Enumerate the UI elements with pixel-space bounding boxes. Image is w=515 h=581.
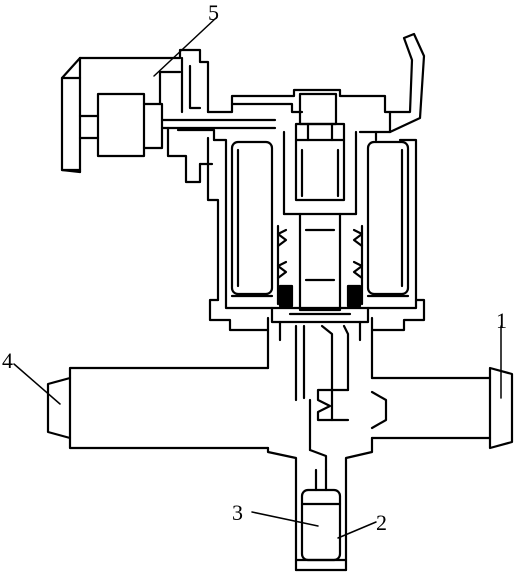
leader-4 [13, 363, 61, 405]
electrical-connector [60, 48, 304, 184]
port-1-pipe [370, 366, 514, 450]
armature [298, 212, 342, 312]
leader-3 [251, 511, 319, 527]
label-3: 3 [232, 500, 243, 525]
leader-5 [153, 17, 217, 77]
label-5: 5 [208, 0, 219, 25]
callout-labels: 5 1 4 3 2 [2, 0, 507, 535]
label-4: 4 [2, 348, 13, 373]
leader-2 [337, 521, 377, 539]
coil-left [230, 140, 274, 296]
port-4-pipe [46, 366, 270, 450]
coil-right [366, 140, 410, 296]
top-cover [176, 32, 426, 302]
label-2: 2 [376, 510, 387, 535]
port-3-element [300, 488, 342, 562]
valve-body [46, 324, 514, 572]
coil-housing [208, 130, 426, 332]
core-assembly [270, 92, 370, 342]
label-1: 1 [496, 308, 507, 333]
leader-lines [13, 17, 502, 539]
